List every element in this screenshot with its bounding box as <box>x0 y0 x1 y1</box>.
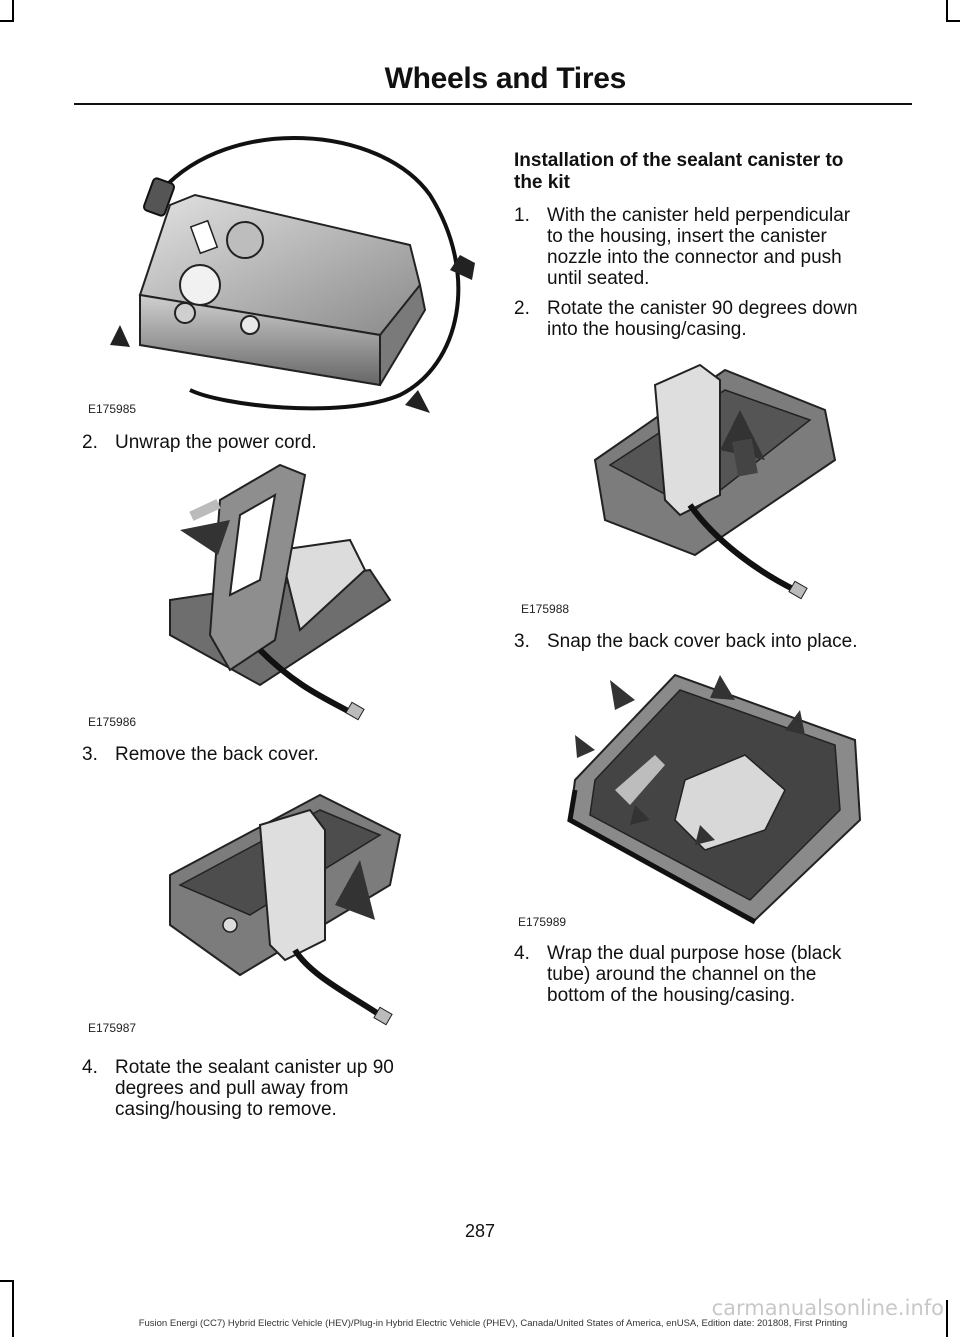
step-line: nozzle into the connector and push <box>547 247 842 268</box>
figure-code: E175986 <box>88 715 137 729</box>
step-number: 2. <box>82 432 98 453</box>
step-text: Snap the back cover back into place. <box>547 631 858 652</box>
figure-code: E175985 <box>88 402 137 416</box>
step-number: 4. <box>514 943 530 964</box>
step-line: tube) around the channel on the <box>547 964 817 985</box>
step-line: Rotate the sealant canister up 90 <box>115 1057 394 1078</box>
heading-line: the kit <box>514 172 570 193</box>
step-line: With the canister held perpendicular <box>547 205 851 226</box>
step-text: Rotate the sealant canister up 90 degree… <box>115 1057 394 1120</box>
step-number: 2. <box>514 298 530 319</box>
step-line: to the housing, insert the canister <box>547 226 827 247</box>
step-line: into the housing/casing. <box>547 319 747 340</box>
step-number: 1. <box>514 205 530 226</box>
step-line: Wrap the dual purpose hose (black <box>547 943 842 964</box>
crop-mark <box>946 0 948 22</box>
page-number: 287 <box>464 1221 496 1241</box>
crop-mark <box>946 1300 948 1337</box>
step-text: Wrap the dual purpose hose (black tube) … <box>547 943 841 1006</box>
step-number: 4. <box>82 1057 98 1078</box>
crop-mark <box>12 1280 14 1337</box>
step-text: Rotate the canister 90 degrees down into… <box>547 298 858 340</box>
header-rule <box>74 103 912 105</box>
insert-canister-figure: E175988 <box>515 350 915 620</box>
step-line: until seated. <box>547 268 650 289</box>
watermark: carmanualsonline.info <box>711 1296 944 1320</box>
step-line: Rotate the canister 90 degrees down <box>547 298 858 319</box>
step-line: bottom of the housing/casing. <box>547 985 796 1006</box>
step-line: degrees and pull away from <box>115 1078 349 1099</box>
step-text: With the canister held perpendicular to … <box>547 205 850 289</box>
footer-text: Fusion Energi (CC7) Hybrid Electric Vehi… <box>138 1318 848 1329</box>
page-title: Wheels and Tires <box>384 62 627 95</box>
figure-code: E175988 <box>521 602 570 616</box>
figure-code: E175989 <box>518 915 567 929</box>
step-line: casing/housing to remove. <box>115 1099 337 1120</box>
step-text: Remove the back cover. <box>115 744 319 765</box>
crop-mark <box>0 1280 14 1282</box>
open-back-cover-figure: E175986 <box>80 460 480 730</box>
figure-code: E175987 <box>88 1021 137 1035</box>
step-text: Unwrap the power cord. <box>115 432 317 453</box>
heading-line: Installation of the sealant canister to <box>514 150 844 171</box>
section-heading: Installation of the sealant canister to … <box>514 150 914 194</box>
compressor-power-cord-figure: E175985 <box>80 135 480 420</box>
step-number: 3. <box>82 744 98 765</box>
remove-canister-figure: E175987 <box>80 775 480 1040</box>
crop-mark <box>946 20 960 22</box>
crop-mark <box>12 0 14 22</box>
crop-mark <box>0 20 14 22</box>
snap-back-cover-figure: E175989 <box>515 660 915 935</box>
step-number: 3. <box>514 631 530 652</box>
